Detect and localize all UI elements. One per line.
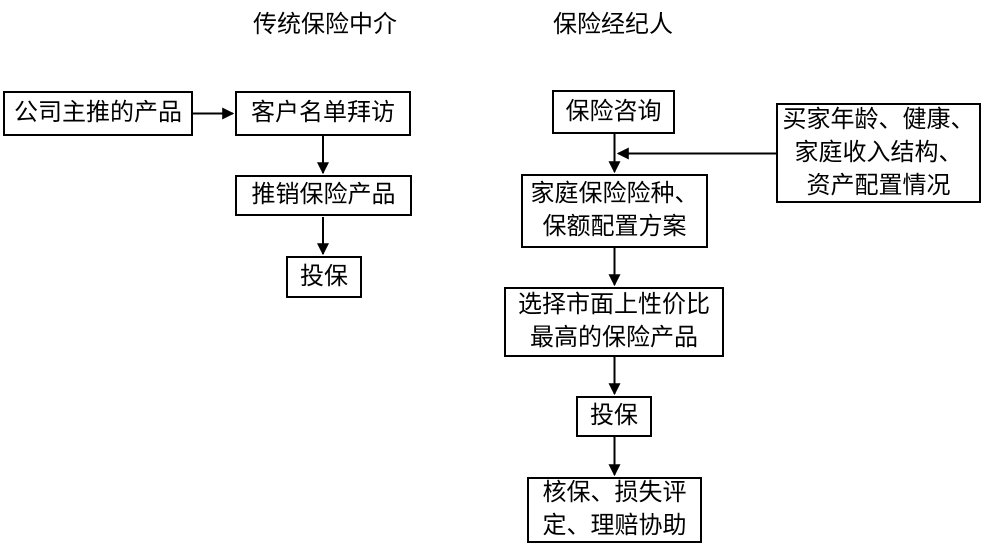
node-buyer-profile-inputs: 买家年龄、健康、 家庭收入结构、 资产配置情况 xyxy=(776,103,981,203)
node-label: 保额配置方案 xyxy=(542,214,687,240)
node-underwriting-claims-assist: 核保、损失评 定、理赔协助 xyxy=(527,477,702,543)
node-insurance-consultation: 保险咨询 xyxy=(552,90,675,134)
node-label: 公司主推的产品 xyxy=(14,100,182,126)
node-client-list-visit: 客户名单拜访 xyxy=(235,91,411,136)
node-apply-traditional: 投保 xyxy=(286,256,362,298)
node-label: 买家年龄、健康、 xyxy=(782,106,975,133)
column-header-insurance-broker: 保险经纪人 xyxy=(553,12,673,38)
node-apply-broker: 投保 xyxy=(576,396,652,437)
node-label: 投保 xyxy=(590,403,638,429)
node-label: 选择市面上性价比 xyxy=(518,292,710,318)
node-label: 资产配置情况 xyxy=(806,172,951,199)
node-label: 定、理赔协助 xyxy=(542,513,687,539)
node-label: 客户名单拜访 xyxy=(251,100,395,126)
node-label: 投保 xyxy=(300,263,348,290)
node-label: 核保、损失评 xyxy=(542,480,687,506)
node-company-promoted-products: 公司主推的产品 xyxy=(3,91,193,136)
column-header-traditional-intermediary: 传统保险中介 xyxy=(253,12,397,38)
node-label: 保险咨询 xyxy=(565,98,662,125)
node-select-best-value-product: 选择市面上性价比 最高的保险产品 xyxy=(504,287,724,357)
node-label: 推销保险产品 xyxy=(251,182,396,208)
node-label: 最高的保险产品 xyxy=(530,325,698,351)
node-label: 家庭保险险种、 xyxy=(530,181,699,207)
node-family-insurance-plan: 家庭保险险种、 保额配置方案 xyxy=(521,174,708,248)
node-label: 家庭收入结构、 xyxy=(794,139,963,166)
node-promote-insurance-products: 推销保险产品 xyxy=(235,175,412,216)
